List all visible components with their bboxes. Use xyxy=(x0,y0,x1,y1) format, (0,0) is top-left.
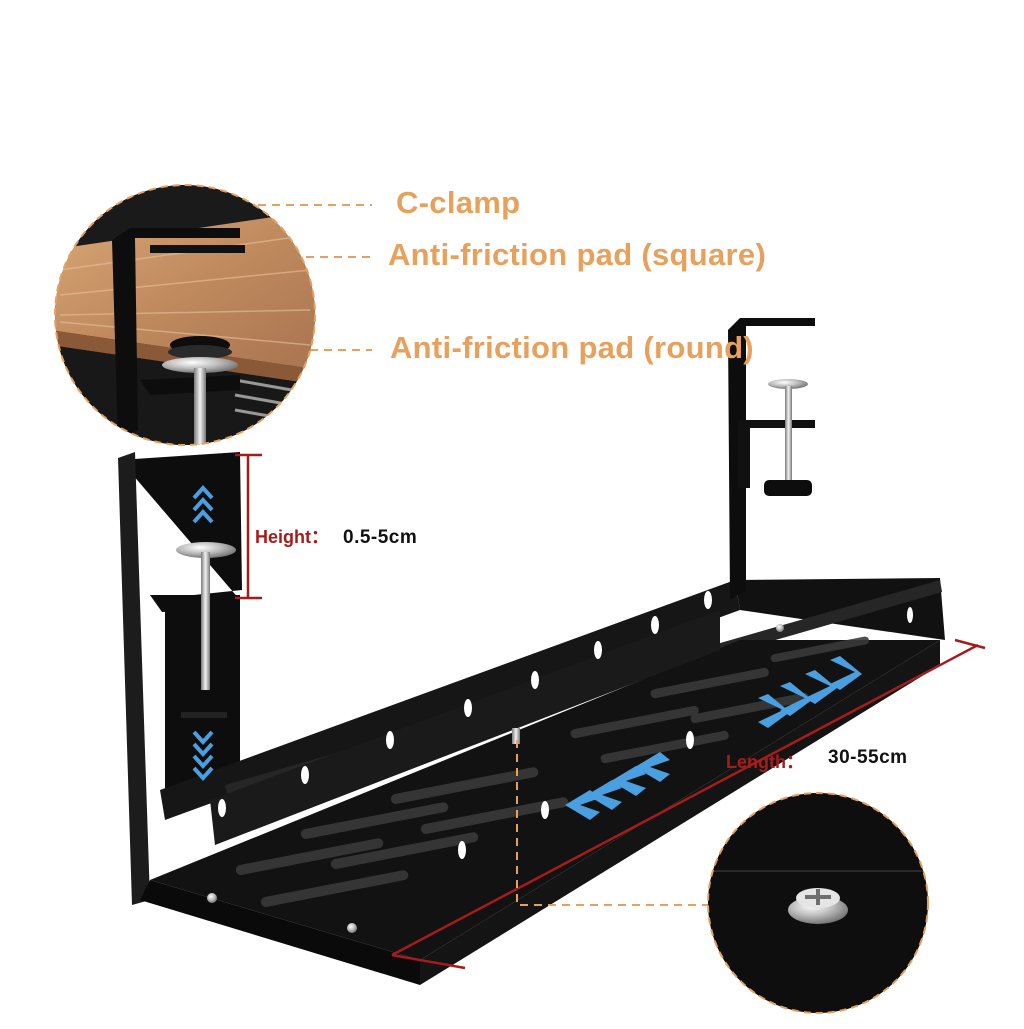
screw-zoom-circle xyxy=(707,792,929,1014)
callout-pad-round: Anti-friction pad (round) xyxy=(390,330,754,365)
height-value: 0.5-5cm xyxy=(343,527,418,548)
clamp-zoom-circle xyxy=(54,184,316,446)
height-label: Height： xyxy=(255,527,329,547)
tray-body xyxy=(118,452,945,985)
height-dimension-line xyxy=(235,453,262,600)
length-dimension-line xyxy=(391,638,986,970)
left-clamp xyxy=(150,542,240,718)
callout-c-clamp: C-clamp xyxy=(396,185,521,220)
callout-pad-square: Anti-friction pad (square) xyxy=(388,237,767,272)
length-arrows xyxy=(565,656,862,820)
length-value: 30-55cm xyxy=(828,747,908,768)
length-label: Length： xyxy=(726,752,804,772)
height-arrows xyxy=(192,485,214,781)
right-clamp xyxy=(728,318,815,600)
